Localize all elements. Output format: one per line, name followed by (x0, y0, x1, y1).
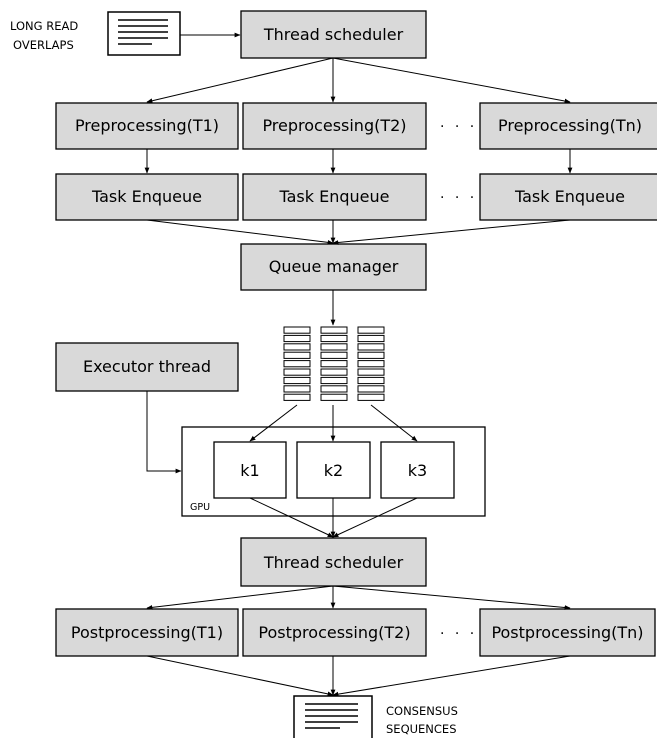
kernel-k2: k2 (296, 441, 371, 499)
queue-slot (283, 326, 311, 334)
task-enqueue-ellipsis: · · · (440, 190, 477, 206)
edge-enq1-to-qm (146, 219, 334, 245)
edge-queue1-to-k1 (249, 404, 298, 442)
preprocessing-ellipsis: · · · (440, 119, 477, 135)
queue-slot (357, 326, 385, 334)
edge-queue3-to-k3 (370, 404, 418, 442)
postprocessing-t1: Postprocessing(T1) (55, 608, 239, 657)
kernel-k3: k3 (380, 441, 455, 499)
queue-slot (357, 376, 385, 385)
kernel-k1: k1 (213, 441, 287, 499)
queue-slot (357, 393, 385, 401)
postprocessing-t2: Postprocessing(T2) (242, 608, 427, 657)
edge-enqn-to-qm (332, 219, 571, 245)
input-label-line2: OVERLAPS (13, 38, 74, 52)
edge-executor-to-gpu (146, 391, 182, 474)
queue-slot (320, 334, 348, 343)
queue-slot (320, 376, 348, 385)
edges (144, 32, 573, 697)
thread-scheduler-bottom: Thread scheduler (240, 537, 427, 587)
task-enqueue-tn: Task Enqueue (479, 173, 657, 221)
gpu-block: GPU k1 k2 k3 (181, 426, 486, 517)
queue-slot (357, 368, 385, 376)
kernel-k2-label: k2 (324, 461, 343, 480)
input-document-icon (107, 11, 181, 56)
queue-manager-label: Queue manager (269, 257, 399, 276)
thread-scheduler-top: Thread scheduler (240, 10, 427, 59)
edge-post1-to-output (146, 655, 334, 697)
edge-scheduler-to-pren (332, 57, 571, 104)
queue-slot (283, 376, 311, 385)
preprocessing-tn: Preprocessing(Tn) (479, 102, 657, 150)
postprocessing-t1-label: Postprocessing(T1) (71, 623, 223, 642)
gpu-label: GPU (190, 502, 210, 513)
task-enqueue-t1-label: Task Enqueue (91, 187, 202, 206)
preprocessing-tn-label: Preprocessing(Tn) (498, 116, 642, 135)
queue-slot (320, 385, 348, 393)
queue-slot (283, 368, 311, 376)
preprocessing-t1-label: Preprocessing(T1) (75, 116, 219, 135)
queue-slot (320, 360, 348, 368)
queue-slot (320, 368, 348, 376)
task-enqueue-t2: Task Enqueue (242, 173, 427, 221)
edge-scheduler-to-post1 (146, 585, 334, 610)
queue-slot (357, 334, 385, 343)
thread-scheduler-bottom-label: Thread scheduler (263, 553, 404, 572)
queue-slot (357, 351, 385, 359)
edge-scheduler-to-postn (332, 585, 571, 610)
queue-slot (320, 393, 348, 401)
queue-stack-3 (357, 326, 385, 401)
queue-slot (357, 360, 385, 368)
edge-k3-to-scheduler (332, 497, 418, 538)
queue-slot (283, 334, 311, 343)
postprocessing-tn: Postprocessing(Tn) (479, 608, 656, 657)
queue-slot (320, 343, 348, 351)
edge-postn-to-output (332, 655, 571, 697)
queue-slot (283, 360, 311, 368)
edge-scheduler-to-pre1 (146, 57, 334, 104)
postprocessing-tn-label: Postprocessing(Tn) (491, 623, 643, 642)
task-enqueue-t1: Task Enqueue (55, 173, 239, 221)
queue-stack-2 (320, 326, 348, 401)
kernel-k1-label: k1 (240, 461, 259, 480)
output-label-line2: SEQUENCES (386, 722, 457, 736)
queue-slot (357, 343, 385, 351)
queue-stack-1 (283, 326, 311, 401)
queue-slot (320, 351, 348, 359)
executor-thread-label: Executor thread (83, 357, 211, 376)
input-label-line1: LONG READ (10, 19, 78, 33)
output-label-line1: CONSENSUS (386, 704, 458, 718)
queue-slot (283, 343, 311, 351)
queue-slot (283, 385, 311, 393)
preprocessing-t2: Preprocessing(T2) (242, 102, 427, 150)
queue-slot (283, 351, 311, 359)
edge-k1-to-scheduler (249, 497, 334, 538)
thread-scheduler-top-label: Thread scheduler (263, 25, 404, 44)
queue-slot (283, 393, 311, 401)
preprocessing-t2-label: Preprocessing(T2) (262, 116, 406, 135)
kernel-k3-label: k3 (408, 461, 427, 480)
postprocessing-ellipsis: · · · (440, 626, 477, 642)
postprocessing-t2-label: Postprocessing(T2) (258, 623, 410, 642)
queue-slot (320, 326, 348, 334)
task-queues (283, 326, 385, 401)
executor-thread: Executor thread (55, 342, 239, 392)
task-enqueue-tn-label: Task Enqueue (514, 187, 625, 206)
output-document-icon (293, 695, 373, 738)
preprocessing-t1: Preprocessing(T1) (55, 102, 239, 150)
queue-slot (357, 385, 385, 393)
queue-manager: Queue manager (240, 243, 427, 291)
task-enqueue-t2-label: Task Enqueue (279, 187, 390, 206)
